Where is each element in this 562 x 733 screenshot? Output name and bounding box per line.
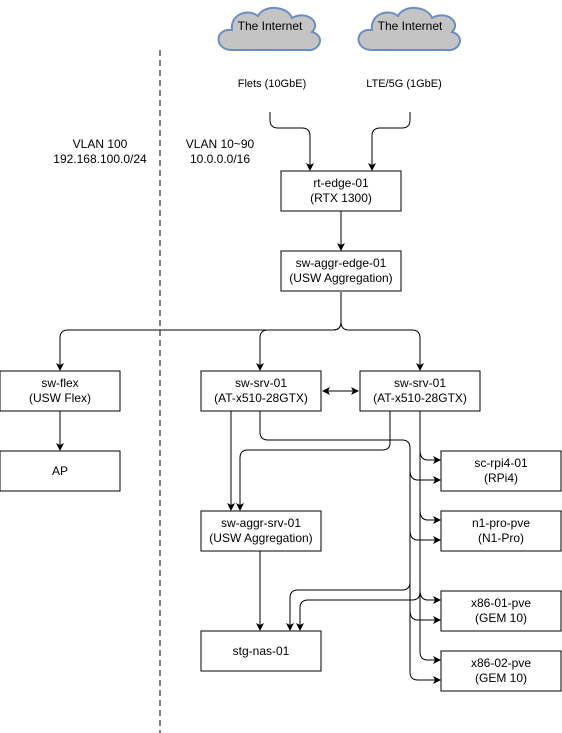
edge-flets-to-rt-edge bbox=[269, 112, 314, 171]
node-stg-nas-01: stg-nas-01 bbox=[200, 630, 322, 672]
edges bbox=[56, 112, 441, 684]
cloud-icon bbox=[217, 7, 321, 52]
node-ap: AP bbox=[0, 450, 121, 492]
node-sw-srv-01-b: sw-srv-01 (AT-x510-28GTX) bbox=[359, 370, 481, 412]
node-sc-rpi4-01-model: (RPi4) bbox=[484, 471, 518, 485]
zone-left-subnet: 192.168.100.0/24 bbox=[53, 152, 147, 166]
node-sw-flex-model: (USW Flex) bbox=[29, 391, 91, 405]
edge-sw-srv-a-to-n1-pro bbox=[409, 529, 441, 544]
cloud-internet-b-label: The Internet bbox=[378, 19, 443, 33]
node-x86-02-pve-model: (GEM 10) bbox=[475, 671, 527, 685]
edge-aggr-edge-to-sw-flex bbox=[56, 292, 342, 371]
node-sc-rpi4-01: sc-rpi4-01 (RPi4) bbox=[440, 450, 562, 492]
node-n1-pro-pve: n1-pro-pve (N1-Pro) bbox=[440, 510, 562, 552]
node-sc-rpi4-01-name: sc-rpi4-01 bbox=[474, 456, 528, 470]
node-stg-nas-01-name: stg-nas-01 bbox=[233, 644, 290, 658]
node-rt-edge-01-model: (RTX 1300) bbox=[310, 191, 372, 205]
edge-lte-to-rt-edge bbox=[368, 112, 411, 171]
zone-right-name: VLAN 10~90 bbox=[186, 137, 255, 151]
edge-sw-srv-b-to-x86-01 bbox=[419, 589, 441, 604]
edge-sw-srv-a-to-x86-01 bbox=[409, 609, 441, 624]
edge-aggr-edge-to-sw-srv-a bbox=[256, 321, 342, 371]
node-x86-01-pve-name: x86-01-pve bbox=[471, 596, 531, 610]
edge-sw-srv-a-to-rpi4 bbox=[409, 469, 441, 484]
uplink-flets-label: Flets (10GbE) bbox=[238, 78, 306, 90]
edge-sw-srv-b-to-n1-pro bbox=[419, 509, 441, 524]
node-sw-flex: sw-flex (USW Flex) bbox=[0, 370, 121, 412]
node-x86-01-pve-model: (GEM 10) bbox=[475, 611, 527, 625]
node-sw-aggr-edge-01-name: sw-aggr-edge-01 bbox=[296, 256, 387, 270]
edge-sw-srv-b-to-aggr-srv bbox=[236, 411, 391, 511]
node-sw-srv-01-a-name: sw-srv-01 bbox=[235, 376, 287, 390]
zone-left-name: VLAN 100 bbox=[73, 137, 128, 151]
edge-sw-srv-a-to-x86-02 bbox=[409, 582, 441, 684]
cloud-internet-b: The Internet bbox=[357, 7, 461, 52]
node-rt-edge-01-name: rt-edge-01 bbox=[313, 176, 369, 190]
node-sw-aggr-edge-01-model: (USW Aggregation) bbox=[289, 271, 392, 285]
cloud-icon bbox=[357, 7, 461, 52]
node-x86-01-pve: x86-01-pve (GEM 10) bbox=[440, 590, 562, 632]
uplink-lte-label: LTE/5G (1GbE) bbox=[366, 78, 442, 90]
zone-right-subnet: 10.0.0.0/16 bbox=[190, 152, 250, 166]
cloud-internet-a: The Internet bbox=[217, 7, 321, 52]
cloud-internet-a-label: The Internet bbox=[238, 19, 303, 33]
node-ap-name: AP bbox=[52, 464, 68, 478]
node-sw-srv-01-a: sw-srv-01 (AT-x510-28GTX) bbox=[200, 370, 322, 412]
node-sw-srv-01-a-model: (AT-x510-28GTX) bbox=[214, 391, 308, 405]
edge-sw-srv-a-to-nas bbox=[259, 411, 411, 631]
edge-sw-srv-b-to-x86-02 bbox=[419, 592, 441, 664]
node-sw-flex-name: sw-flex bbox=[41, 376, 78, 390]
edge-sw-srv-b-to-rpi4 bbox=[419, 449, 441, 464]
node-x86-02-pve: x86-02-pve (GEM 10) bbox=[440, 650, 562, 692]
node-rt-edge-01: rt-edge-01 (RTX 1300) bbox=[280, 170, 402, 212]
node-n1-pro-pve-model: (N1-Pro) bbox=[478, 531, 524, 545]
node-sw-aggr-srv-01-model: (USW Aggregation) bbox=[209, 531, 312, 545]
edge-aggr-edge-to-sw-srv-b bbox=[340, 321, 424, 371]
node-sw-aggr-edge-01: sw-aggr-edge-01 (USW Aggregation) bbox=[280, 250, 402, 292]
node-sw-srv-01-b-name: sw-srv-01 bbox=[394, 376, 446, 390]
zone-right-label: VLAN 10~90 10.0.0.0/16 bbox=[186, 137, 255, 166]
node-sw-srv-01-b-model: (AT-x510-28GTX) bbox=[373, 391, 467, 405]
node-n1-pro-pve-name: n1-pro-pve bbox=[472, 516, 530, 530]
node-sw-aggr-srv-01-name: sw-aggr-srv-01 bbox=[221, 516, 301, 530]
node-sw-aggr-srv-01: sw-aggr-srv-01 (USW Aggregation) bbox=[200, 510, 322, 552]
node-x86-02-pve-name: x86-02-pve bbox=[471, 656, 531, 670]
zone-left-label: VLAN 100 192.168.100.0/24 bbox=[53, 137, 147, 166]
